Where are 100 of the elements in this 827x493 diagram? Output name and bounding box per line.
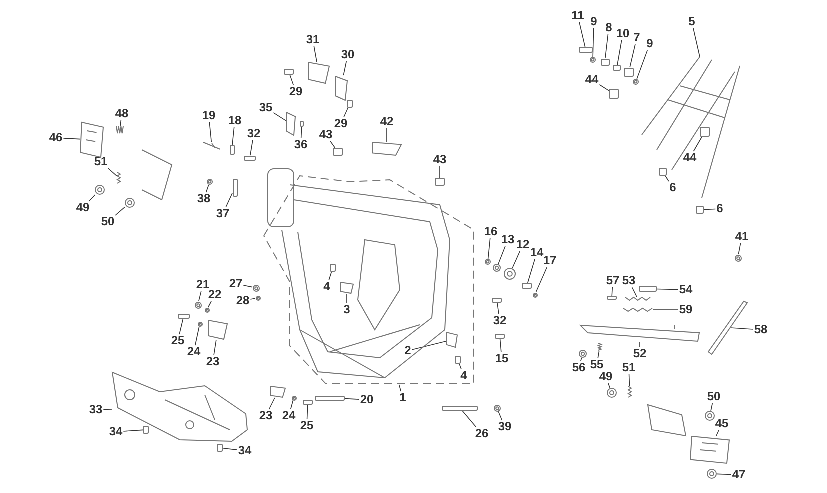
rubber-block-drawing	[435, 178, 445, 186]
leader-line	[608, 383, 611, 388]
leader-line	[498, 246, 506, 264]
callout-number: 24	[281, 410, 297, 422]
callout-number: 27	[228, 278, 244, 290]
leader-line	[592, 28, 594, 58]
leader-line	[612, 287, 614, 296]
leader-line	[536, 267, 548, 293]
callout-number: 15	[494, 352, 510, 366]
leader-line	[605, 34, 609, 59]
frame-drawing	[262, 168, 475, 385]
bolt-drawing	[330, 264, 336, 272]
leader-line	[328, 272, 332, 281]
nut-drawing	[579, 350, 587, 358]
callout-number: 52	[632, 348, 648, 360]
leader-line	[268, 398, 276, 410]
callout-number: 20	[359, 394, 375, 406]
leader-line	[206, 184, 210, 193]
leader-line	[314, 46, 318, 62]
leader-line	[636, 50, 648, 80]
footpeg-drawing	[690, 436, 730, 464]
bracket-drawing	[208, 320, 228, 340]
callout-number: 13	[500, 234, 516, 246]
leader-line	[528, 259, 536, 284]
leader-line	[693, 136, 703, 152]
leader-line	[115, 206, 126, 216]
callout-number: 6	[668, 182, 678, 194]
leader-line	[580, 358, 582, 362]
bracket-drawing	[372, 142, 402, 156]
callout-number: 5	[688, 16, 696, 28]
leader-line	[459, 364, 462, 370]
leader-line	[273, 112, 286, 122]
leader-line	[656, 288, 679, 290]
washer-drawing	[493, 264, 501, 272]
leader-line	[232, 127, 235, 146]
callout-number: 17	[542, 254, 558, 268]
spring-drawing	[116, 126, 124, 134]
callout-number: 16	[483, 226, 499, 238]
callout-number: 41	[734, 230, 750, 244]
callout-number: 56	[571, 362, 587, 374]
callout-number: 39	[497, 420, 513, 434]
callout-number: 45	[714, 418, 730, 430]
callout-number: 23	[258, 410, 274, 422]
leader-line	[243, 285, 253, 288]
callout-number: 46	[48, 132, 64, 144]
leader-line	[500, 338, 502, 353]
callout-number: 50	[706, 390, 722, 404]
callout-number: 49	[75, 202, 91, 214]
leader-line	[290, 74, 294, 86]
bolt-drawing	[495, 334, 505, 338]
callout-number: 24	[186, 346, 202, 358]
nut-drawing	[734, 254, 742, 262]
callout-number: 10	[615, 28, 631, 40]
callout-number: 53	[621, 274, 637, 288]
washer-drawing	[633, 79, 639, 85]
leader-line	[632, 287, 638, 298]
callout-number: 23	[205, 356, 221, 368]
bolt-drawing	[230, 145, 234, 155]
bolt-drawing	[303, 400, 313, 404]
leader-line	[488, 238, 491, 260]
washer-drawing	[607, 388, 617, 398]
leader-line	[63, 138, 80, 140]
leader-line	[665, 176, 670, 182]
callout-number: 29	[288, 86, 304, 98]
washer-drawing	[292, 396, 296, 400]
subframe-drawing	[640, 55, 742, 200]
callout-number: 30	[340, 48, 356, 62]
bracket-drawing	[286, 112, 296, 136]
callout-number: 54	[678, 284, 694, 296]
leader-line	[730, 328, 754, 330]
callout-number: 32	[246, 128, 262, 140]
callout-number: 34	[237, 444, 253, 458]
leader-line	[738, 243, 742, 255]
leader-line	[628, 374, 630, 386]
bolt-drawing	[244, 156, 256, 160]
washer-drawing	[504, 268, 516, 280]
callout-number: 58	[753, 324, 769, 336]
callout-number: 37	[215, 208, 231, 220]
callout-number: 42	[379, 116, 395, 128]
callout-number: 25	[299, 420, 315, 432]
leader-line	[693, 28, 700, 58]
leader-line	[226, 193, 233, 208]
bolt-drawing	[579, 47, 593, 53]
sleeve-drawing	[522, 283, 532, 289]
callout-number: 34	[108, 426, 124, 438]
washer-drawing	[204, 308, 210, 312]
tube-drawing	[639, 286, 657, 292]
sleeve-drawing	[600, 58, 610, 66]
callout-number: 21	[195, 278, 211, 292]
callout-number: 55	[589, 358, 605, 372]
leader-line	[108, 168, 118, 177]
callout-number: 43	[432, 154, 448, 166]
bolt-drawing	[696, 206, 704, 214]
bolt-drawing	[217, 444, 223, 452]
leader-line	[617, 40, 622, 66]
bolt-drawing	[284, 69, 294, 75]
leader-line	[198, 291, 202, 302]
bracket-drawing	[308, 62, 330, 84]
callout-number: 38	[196, 192, 212, 206]
spring-drawing	[623, 308, 653, 312]
